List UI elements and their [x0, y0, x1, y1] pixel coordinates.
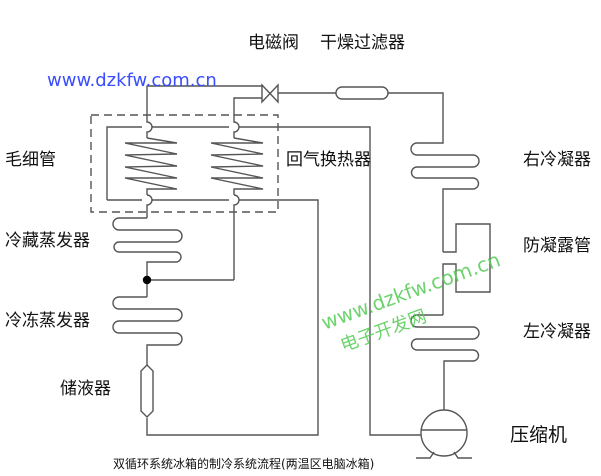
label-liquid-receiver: 储液器	[60, 379, 111, 399]
junction-node	[142, 275, 152, 285]
dryer-filter	[335, 86, 389, 100]
label-return-gas-heat-exchanger: 回气换热器	[286, 150, 371, 170]
label-dryer-filter: 干燥过滤器	[320, 33, 405, 53]
label-left-condenser: 左冷凝器	[523, 322, 591, 342]
valve-to-right-coil	[233, 97, 262, 138]
left-condenser	[410, 314, 480, 410]
return-gas-line-top	[106, 126, 421, 436]
return-gas-line-bottom	[107, 199, 319, 436]
fridge-evaporator	[112, 217, 183, 297]
freezer-evaporator	[112, 296, 183, 365]
liquid-receiver	[140, 364, 154, 418]
valve-to-left-coil	[146, 85, 262, 138]
label-solenoid-valve: 电磁阀	[248, 33, 299, 53]
caption: 双循环系统冰箱的制冷系统流程(两温区电脑冰箱)	[113, 457, 375, 471]
solenoid-valve-icon	[261, 83, 279, 104]
right-coil	[210, 137, 264, 195]
label-freezer-evaporator: 冷冻蒸发器	[5, 311, 90, 331]
label-anti-condensation-pipe: 防凝露管	[523, 236, 591, 256]
anti-condensation-pipe	[442, 223, 491, 315]
label-capillary: 毛细管	[5, 150, 56, 170]
site-url: www.dzkfw.com.cn	[47, 70, 217, 91]
right-condenser	[388, 92, 480, 252]
label-right-condenser: 右冷凝器	[523, 150, 591, 170]
heat-exchanger-box	[90, 114, 279, 213]
compressor-icon	[416, 409, 472, 459]
left-coil	[124, 137, 178, 195]
label-fridge-evaporator: 冷藏蒸发器	[5, 231, 90, 251]
label-compressor: 压缩机	[510, 424, 568, 446]
